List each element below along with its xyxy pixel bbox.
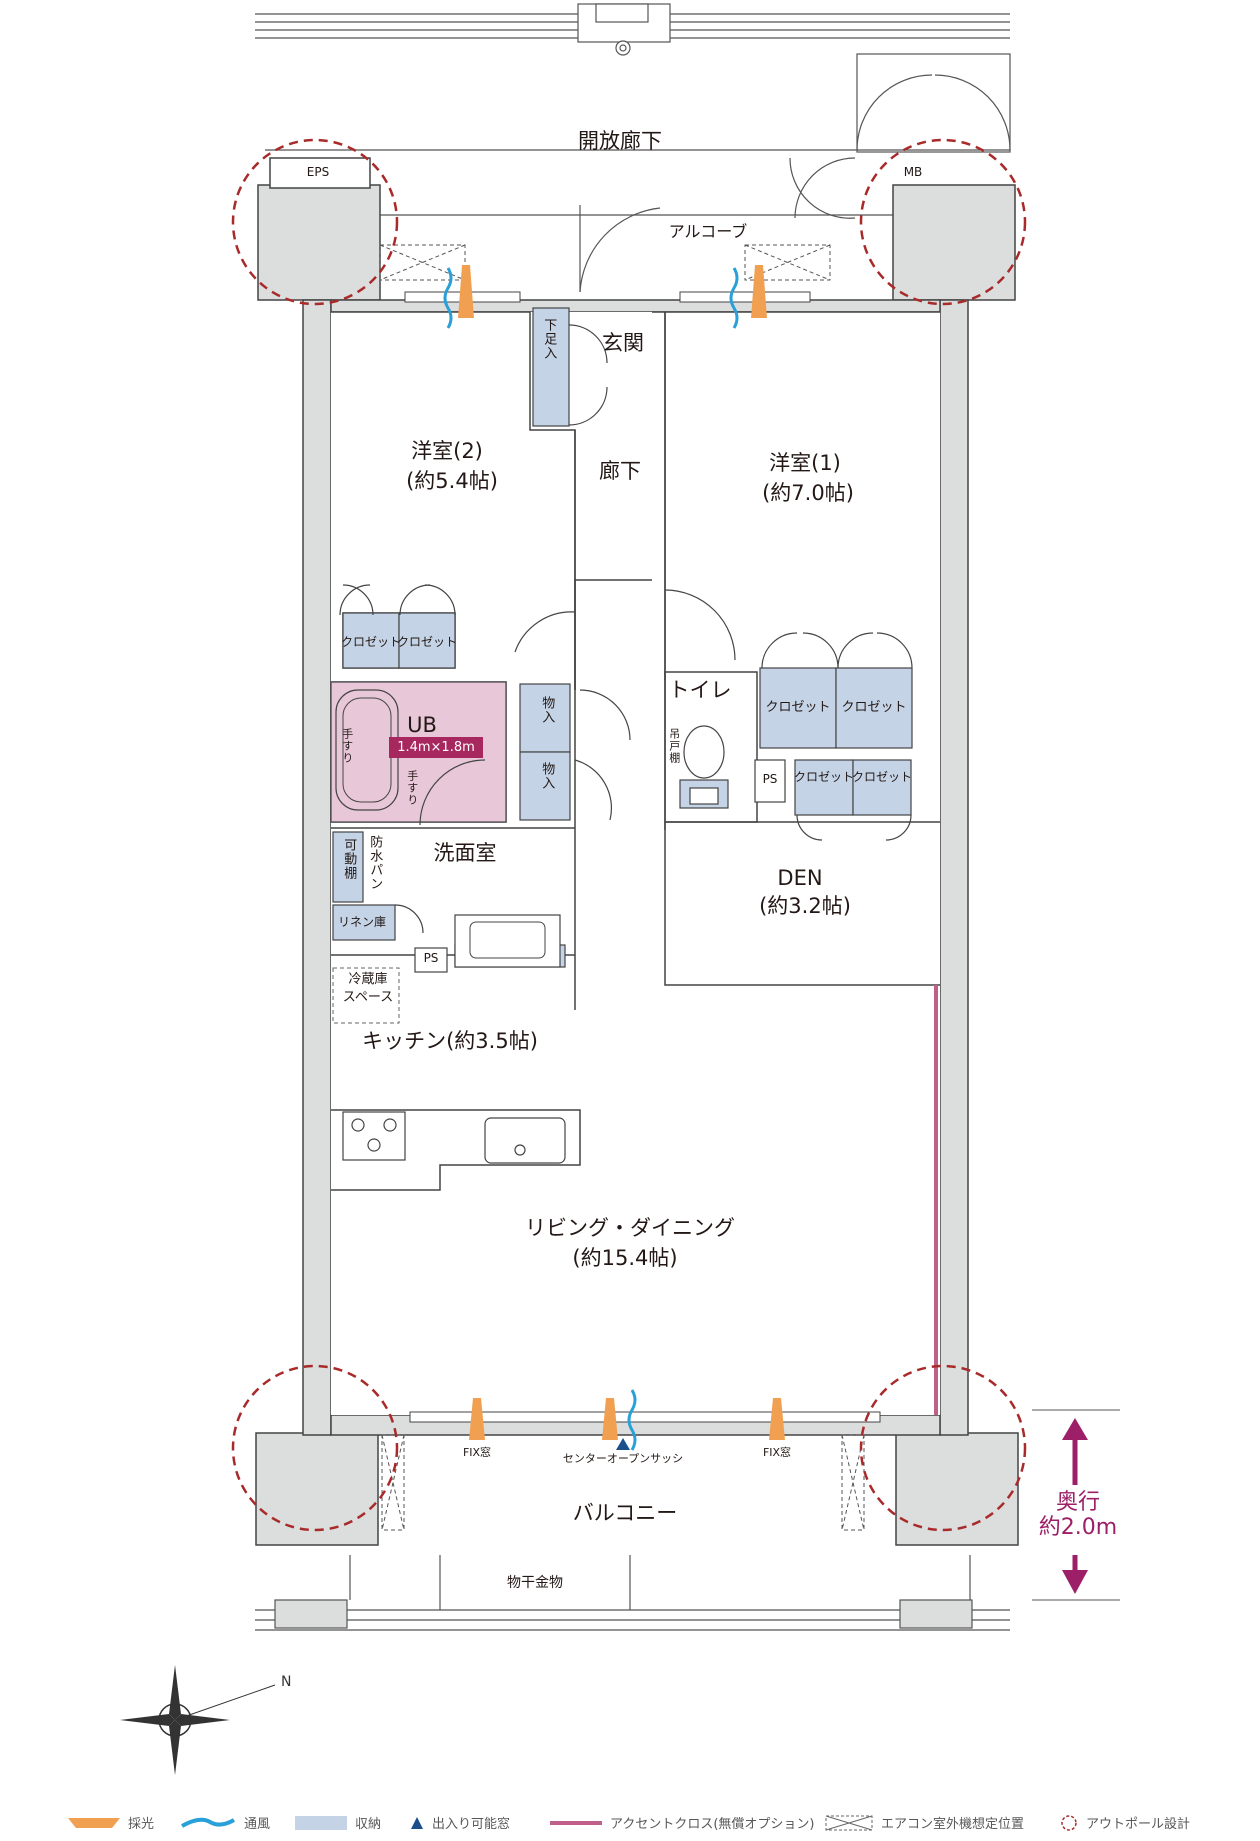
closet-label: クロゼット: [765, 700, 831, 715]
daylight-markers: [458, 265, 785, 1440]
washroom-label: 洗面室: [433, 841, 497, 865]
eps-label: EPS: [306, 165, 330, 179]
compass-rose: N: [120, 1665, 291, 1775]
depth-label: 奥行 約2.0m: [1038, 1490, 1118, 1541]
living-dining-label: リビング・ダイニング: [525, 1216, 735, 1240]
fridge-space: [332, 967, 400, 1024]
mb-doors: [789, 53, 1011, 219]
room2-label: 洋室(2): [411, 439, 483, 463]
legend-item: 採光: [68, 1813, 154, 1832]
fix-window-label: FIX窓: [462, 1446, 492, 1459]
closet-label: クロゼット: [793, 770, 855, 784]
legend-item: 出入り可能窓: [410, 1813, 510, 1832]
waterproof-pan-label: 防水パン: [367, 835, 383, 891]
accent-cloth-icon: [550, 1820, 602, 1825]
closet-label: クロゼット: [340, 635, 402, 649]
room1-size: (約7.0帖): [762, 481, 854, 505]
access-window-marker: [616, 1438, 630, 1450]
ub-label: UB: [407, 713, 437, 737]
balcony-railing: [255, 1555, 1010, 1631]
access-window-icon: [411, 1816, 423, 1829]
handrail-label: 手すり: [340, 728, 354, 764]
closet-room2-b: [398, 612, 456, 669]
wall-right: [939, 299, 969, 1436]
drying-hardware-label: 物干金物: [507, 1575, 563, 1591]
legend: 採光 通風 収納 出入り可能窓 アクセントクロス(無償オプション) エアコン室外…: [0, 1813, 1260, 1837]
toilet-fixture: [679, 725, 729, 809]
center-open-sash-label: センターオープンサッシ: [562, 1452, 684, 1465]
closet-label: クロゼット: [851, 770, 913, 784]
closet-den-c: [794, 759, 854, 816]
legend-item: アクセントクロス(無償オプション): [550, 1813, 815, 1832]
closet-den-a: [759, 667, 837, 749]
entrance-door-swing: [579, 207, 661, 293]
ub-size-badge: 1.4m×1.8m: [389, 737, 483, 758]
linen-closet: [332, 904, 396, 941]
ventilation-markers: [443, 267, 739, 1451]
wall-left: [302, 299, 332, 1436]
fridge-label: 冷蔵庫: [348, 972, 388, 987]
corridor-label: 開放廊下: [578, 129, 662, 153]
storage-label: 物入: [539, 696, 555, 724]
hanging-shelf-label: 吊戸棚: [667, 728, 681, 764]
hallway-label: 廊下: [599, 459, 641, 483]
kitchen-sink: [484, 1117, 566, 1164]
storage-label: 物入: [539, 762, 555, 790]
fix-window-label: FIX窓: [762, 1446, 792, 1459]
legend-item: 収納: [295, 1813, 381, 1832]
ac-unit-positions: [379, 244, 865, 1531]
storage-a: [519, 683, 571, 753]
movable-shelf-label: 可動棚: [341, 838, 357, 880]
shoe-storage-label: 下足入: [541, 318, 557, 360]
ps-label: PS: [423, 951, 439, 965]
closet-label: クロゼット: [396, 635, 458, 649]
movable-shelf: [332, 831, 364, 903]
eps-column: [257, 184, 381, 301]
storage-b: [519, 751, 571, 821]
entrance-label: 玄関: [602, 331, 644, 355]
kitchen-label: キッチン(約3.5帖): [362, 1029, 538, 1053]
living-dining-size: (約15.4帖): [572, 1246, 678, 1270]
daylight-icon: [68, 1817, 120, 1828]
closet-den-b: [835, 667, 913, 749]
mb-column: [892, 184, 1016, 301]
toilet-label: トイレ: [668, 678, 732, 702]
outpole-icon: [1061, 1814, 1077, 1831]
storage-swatch: [295, 1815, 347, 1830]
balcony-column-left: [255, 1432, 379, 1546]
svg-text:N: N: [281, 1674, 291, 1690]
ps-label: PS: [762, 772, 778, 786]
closet-room2-a: [342, 612, 400, 669]
den-size: (約3.2帖): [759, 894, 851, 918]
room1-label: 洋室(1): [769, 451, 841, 475]
alcove-label: アルコーブ: [668, 222, 748, 241]
balcony-column-right: [895, 1432, 1019, 1546]
legend-item: エアコン室外機想定位置: [825, 1813, 1024, 1832]
closet-den-d: [852, 759, 912, 816]
fridge-label: スペース: [342, 990, 394, 1005]
closet-label: クロゼット: [841, 700, 907, 715]
handrail-label: 手すり: [405, 770, 419, 806]
den-label: DEN: [777, 866, 823, 890]
mb-label: MB: [903, 165, 923, 179]
shoe-storage: [532, 307, 570, 427]
outpole-markers: [231, 138, 1027, 1532]
stove: [342, 1111, 406, 1161]
room2-size: (約5.4帖): [406, 469, 498, 493]
legend-item: 通風: [180, 1813, 270, 1832]
linen-label: リネン庫: [337, 915, 387, 929]
ventilation-icon: [181, 1817, 235, 1828]
corridor-railing: [255, 3, 1010, 56]
ac-unit-icon: [825, 1815, 873, 1830]
depth-dimension: [1032, 1409, 1120, 1601]
legend-item: アウトポール設計: [1060, 1813, 1190, 1832]
balcony-label: バルコニー: [572, 1501, 678, 1525]
